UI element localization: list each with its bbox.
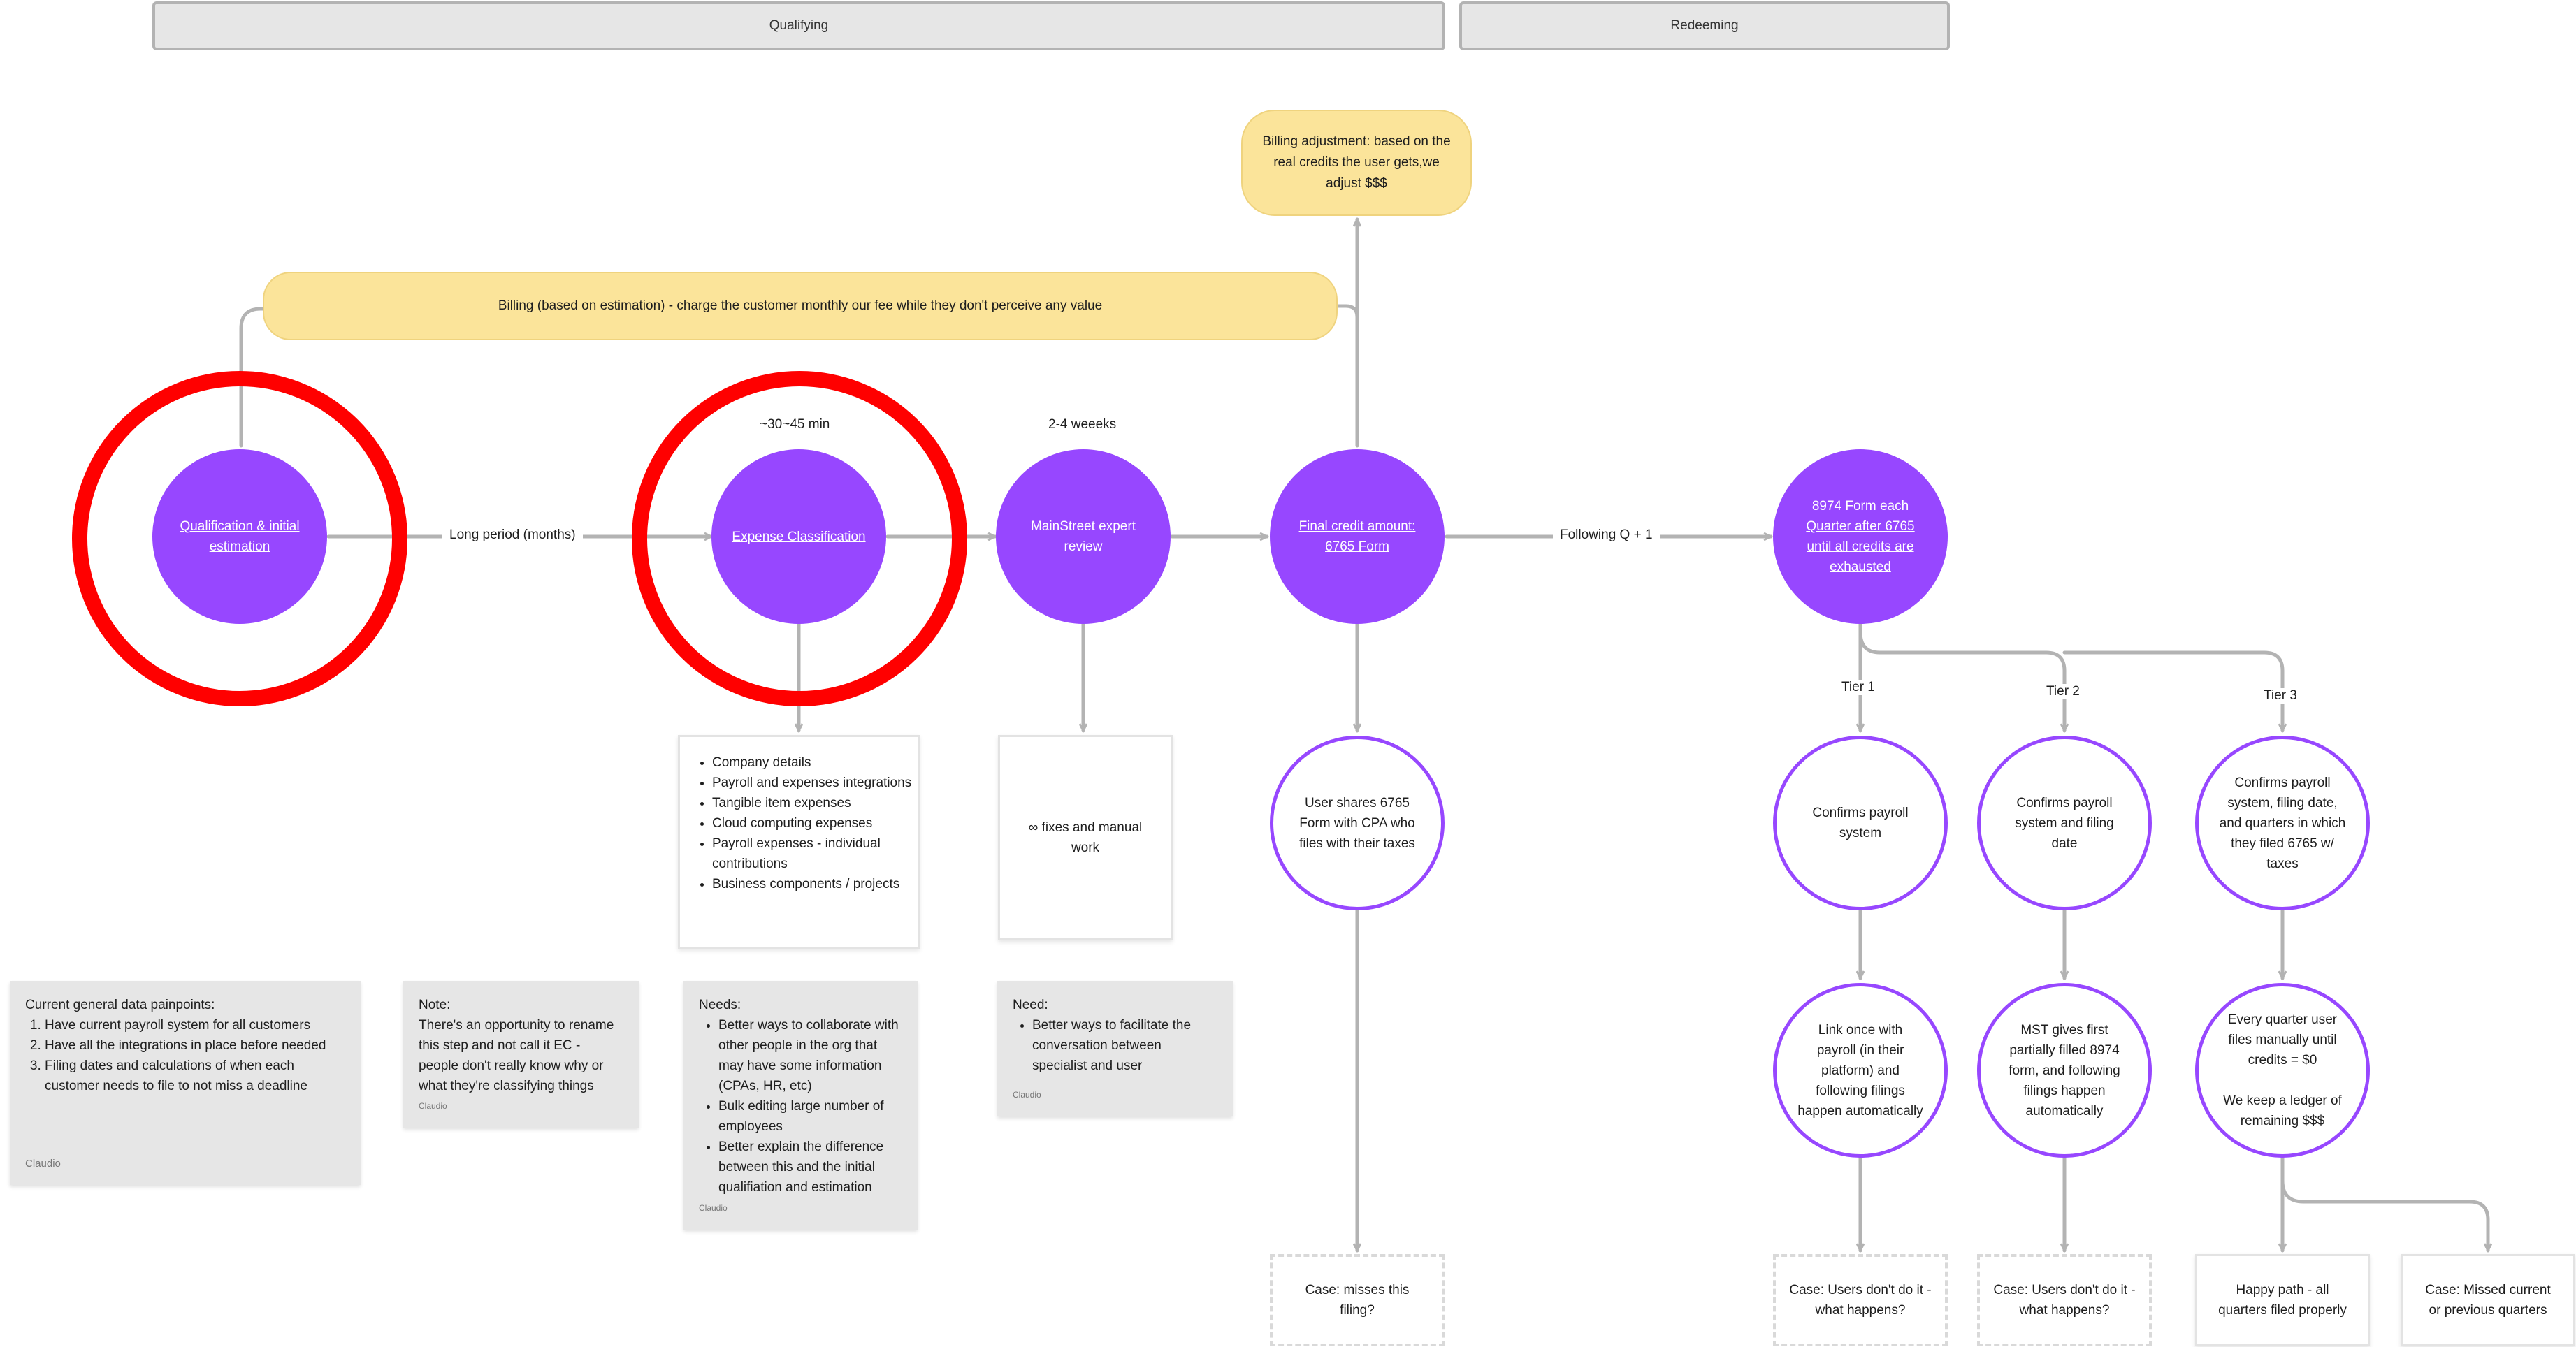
connector-billing-to-final [1334, 304, 1359, 319]
list-item: Better explain the difference between th… [718, 1137, 902, 1197]
billing-adjustment-text: Billing adjustment: based on the real cr… [1262, 134, 1451, 191]
list-item: Better ways to collaborate with other pe… [718, 1015, 902, 1096]
note-title: Need: [1013, 998, 1048, 1012]
list-item: Bulk editing large number of employees [718, 1096, 902, 1137]
node-tier1-link-label: Link once with payroll (in their platfor… [1797, 1022, 1923, 1119]
billing-estimation-sticky[interactable]: Billing (based on estimation) - charge t… [263, 272, 1338, 340]
note-title: Current general data painpoints: [25, 998, 215, 1012]
list-item: Payroll expenses - individual contributi… [712, 833, 918, 874]
list-item: Filing dates and calculations of when ea… [45, 1056, 345, 1096]
phase-header-redeeming[interactable]: Redeeming [1459, 1, 1950, 50]
note-list: Better ways to collaborate with other pe… [699, 1015, 902, 1197]
list-item: Tangible item expenses [712, 793, 918, 813]
node-tier2-mst-label: MST gives first partially filled 8974 fo… [2009, 1022, 2120, 1119]
note-body: There's an opportunity to rename this st… [419, 1018, 614, 1093]
connector-label-long-period: Long period (months) [442, 527, 583, 543]
note-author: Claudio [419, 1101, 447, 1111]
node-user-shares-6765[interactable]: User shares 6765 Form with CPA who files… [1270, 736, 1445, 910]
duration-label-expense: ~30~45 min [753, 417, 837, 432]
list-item: Have current payroll system for all cust… [45, 1015, 345, 1035]
note-author: Claudio [1013, 1090, 1041, 1100]
tier-label-3: Tier 3 [2257, 688, 2304, 704]
phase-header-label: Qualifying [769, 18, 829, 33]
list-item: Business components / projects [712, 874, 918, 894]
billing-estimation-text: Billing (based on estimation) - charge t… [498, 298, 1103, 313]
node-tier1-confirm-label: Confirms payroll system [1812, 806, 1909, 840]
node-tier2-confirm[interactable]: Confirms payroll system and filing date [1977, 736, 2152, 910]
case-happy-label: Happy path - all quarters filed properly [2218, 1283, 2347, 1318]
node-qualification-label: Qualification & initial estimation [180, 519, 300, 554]
case-happy-path[interactable]: Happy path - all quarters filed properly [2195, 1254, 2370, 1346]
case-tier1-label: Case: Users don't do it - what happens? [1789, 1283, 1932, 1318]
node-final-credit[interactable]: Final credit amount: 6765 Form [1270, 449, 1445, 624]
list-item: Cloud computing expenses [712, 813, 918, 833]
node-tier3-manual-label-a: Every quarter user files manually until … [2227, 1012, 2338, 1068]
note-title: Needs: [699, 998, 741, 1012]
review-detail-text: ∞ fixes and manual work [1028, 820, 1143, 855]
case-misses-label: Case: misses this filing? [1305, 1283, 1410, 1318]
note-painpoints[interactable]: Current general data painpoints: Have cu… [10, 981, 361, 1185]
note-needs-expense[interactable]: Needs: Better ways to collaborate with o… [683, 981, 918, 1230]
case-misses-filing[interactable]: Case: misses this filing? [1270, 1254, 1445, 1346]
node-tier1-link-payroll[interactable]: Link once with payroll (in their platfor… [1773, 983, 1948, 1158]
node-tier2-mst-form[interactable]: MST gives first partially filled 8974 fo… [1977, 983, 2152, 1158]
node-expert-review[interactable]: MainStreet expert review [996, 449, 1171, 624]
list-item: Payroll and expenses integrations [712, 773, 918, 793]
connector-tier3-manual-to-missed [2280, 1179, 2488, 1253]
note-title: Note: [419, 998, 451, 1012]
node-form-8974[interactable]: 8974 Form each Quarter after 6765 until … [1773, 449, 1948, 624]
duration-label-review: 2-4 weeeks [1041, 417, 1124, 432]
billing-adjustment-sticky[interactable]: Billing adjustment: based on the real cr… [1241, 110, 1472, 216]
node-expense-label: Expense Classification [732, 529, 866, 544]
node-tier3-confirm[interactable]: Confirms payroll system, filing date, an… [2195, 736, 2370, 910]
case-missed-label: Case: Missed current or previous quarter… [2425, 1283, 2551, 1318]
node-tier3-manual-filing[interactable]: Every quarter user files manually until … [2195, 983, 2370, 1158]
tier-label-1: Tier 1 [1835, 680, 1882, 695]
node-8974-label: 8974 Form each Quarter after 6765 until … [1806, 499, 1915, 574]
list-item: Have all the integrations in place befor… [45, 1035, 345, 1056]
note-author: Claudio [699, 1203, 728, 1213]
expense-details-card[interactable]: Company details Payroll and expenses int… [678, 735, 920, 949]
expense-details-list: Company details Payroll and expenses int… [680, 752, 918, 894]
node-final-credit-label: Final credit amount: 6765 Form [1298, 519, 1416, 554]
phase-header-qualifying[interactable]: Qualifying [152, 1, 1445, 50]
node-review-label: MainStreet expert review [1031, 519, 1136, 554]
connector-8974-to-tier2 [1858, 630, 2064, 733]
phase-header-label: Redeeming [1670, 18, 1739, 33]
case-tier2-users-dont[interactable]: Case: Users don't do it - what happens? [1977, 1254, 2152, 1346]
note-author: Claudio [25, 1158, 61, 1170]
node-tier1-confirm[interactable]: Confirms payroll system [1773, 736, 1948, 910]
case-missed-quarters[interactable]: Case: Missed current or previous quarter… [2401, 1254, 2575, 1346]
note-list: Better ways to facilitate the conversati… [1013, 1015, 1217, 1076]
note-rename-step[interactable]: Note: There's an opportunity to rename t… [403, 981, 639, 1128]
node-tier2-confirm-label: Confirms payroll system and filing date [2015, 795, 2114, 851]
case-tier1-users-dont[interactable]: Case: Users don't do it - what happens? [1773, 1254, 1948, 1346]
connector-label-following-q: Following Q + 1 [1553, 527, 1660, 543]
node-qualification[interactable]: Qualification & initial estimation [152, 449, 327, 624]
node-tier3-manual-label-b: We keep a ledger of remaining $$$ [2223, 1093, 2342, 1128]
node-tier3-confirm-label: Confirms payroll system, filing date, an… [2219, 775, 2346, 871]
node-expense-classification[interactable]: Expense Classification [711, 449, 886, 624]
list-item: Company details [712, 752, 918, 773]
note-needs-review[interactable]: Need: Better ways to facilitate the conv… [997, 981, 1233, 1116]
tier-label-2: Tier 2 [2039, 684, 2087, 699]
connector-8974-to-tier3 [2062, 650, 2282, 733]
note-list: Have current payroll system for all cust… [25, 1015, 345, 1096]
list-item: Better ways to facilitate the conversati… [1032, 1015, 1217, 1076]
review-detail-card[interactable]: ∞ fixes and manual work [998, 735, 1173, 940]
node-user-shares-label: User shares 6765 Form with CPA who files… [1299, 795, 1415, 851]
case-tier2-label: Case: Users don't do it - what happens? [1993, 1283, 2136, 1318]
